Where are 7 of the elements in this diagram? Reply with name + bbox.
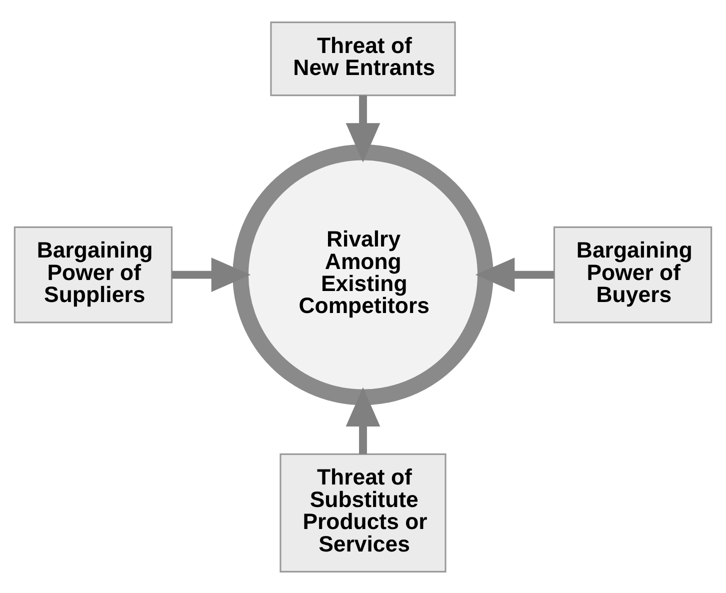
node-circle: Rivalry Among Existing Competitors [232, 144, 494, 405]
node-box: Threat of New Entrants [270, 21, 456, 96]
node-box: Bargaining Power of Suppliers [14, 226, 173, 323]
arrow [346, 386, 380, 454]
node-box: Bargaining Power of Buyers [553, 226, 712, 323]
node-box: Threat of Substitute Products or Services [280, 452, 446, 572]
arrow [346, 94, 380, 162]
